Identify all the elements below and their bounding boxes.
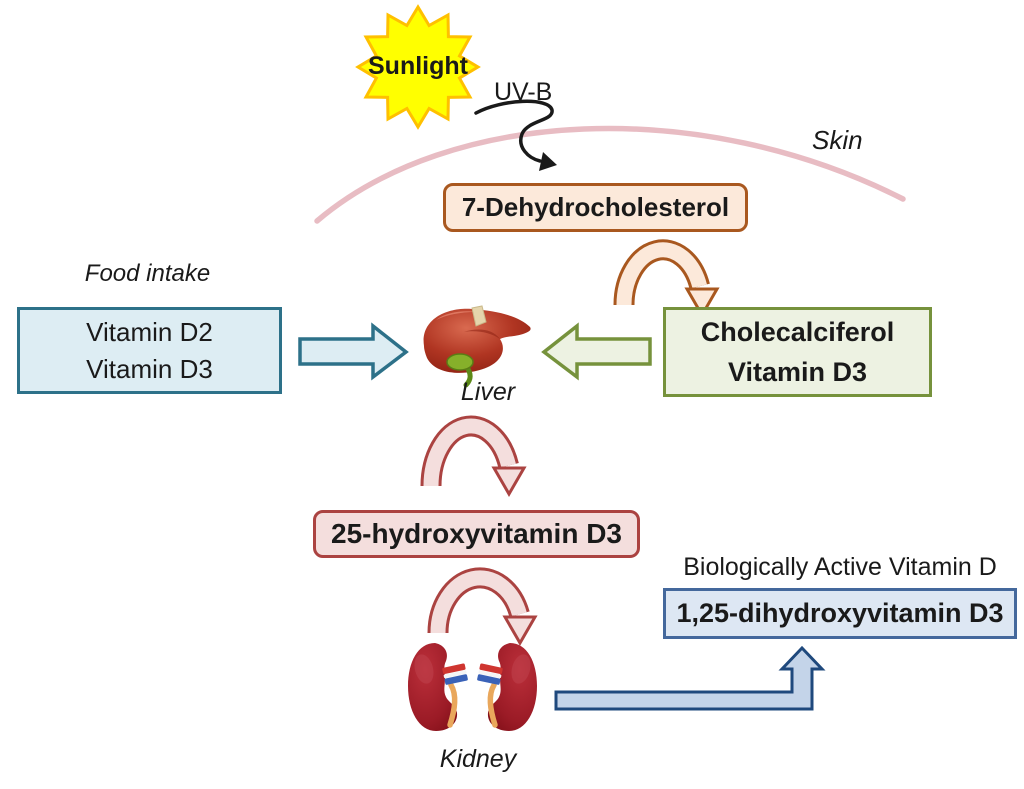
liver-ligament [471, 305, 487, 327]
arrow-25ohd-to-kidney [427, 567, 538, 647]
biologically-active-label: Biologically Active Vitamin D [683, 553, 997, 581]
liver-highlight [436, 311, 476, 320]
vitamin-d2-line: Vitamin D2 [86, 316, 213, 347]
sunlight-label: Sunlight [368, 52, 468, 80]
kidneys-icon [408, 643, 537, 731]
skin-label: Skin [812, 125, 863, 155]
kidney-left [408, 643, 468, 731]
kidney-label: Kidney [439, 745, 517, 773]
cholecalciferol-line2: Vitamin D3 [727, 357, 868, 387]
sunburst-icon [355, 4, 481, 130]
arrow-cholecalciferol-to-liver [541, 322, 652, 381]
cholecalciferol-box: Cholecalciferol Vitamin D3 [663, 307, 932, 397]
uvb-label: UV-B [494, 78, 553, 106]
kidney-right [477, 643, 537, 731]
liver-crease [464, 329, 500, 339]
food-intake-label: Food intake [84, 260, 211, 287]
food-intake-box: Vitamin D2 Vitamin D3 [17, 307, 282, 394]
dehydrocholesterol-text: 7-Dehydrocholesterol [461, 192, 730, 222]
vitamin-d3-line: Vitamin D3 [86, 353, 213, 384]
arrow-food-to-liver [298, 322, 409, 381]
gallbladder [446, 353, 474, 371]
cholecalciferol-line1: Cholecalciferol [700, 317, 895, 347]
dehydrocholesterol-box: 7-Dehydrocholesterol [443, 183, 748, 232]
kidney-body [408, 643, 458, 731]
renal-vessels [442, 663, 468, 685]
hydroxyvitamin-box: 25-hydroxyvitamin D3 [313, 510, 640, 558]
liver-icon [423, 305, 531, 388]
arrow-dhc-to-cholecalciferol [613, 239, 720, 319]
dihydroxyvitamin-text: 1,25-dihydroxyvitamin D3 [676, 598, 1004, 628]
liver-label: Liver [460, 378, 516, 406]
arrow-kidney-to-125ohd [554, 645, 826, 711]
dihydroxyvitamin-box: 1,25-dihydroxyvitamin D3 [663, 588, 1017, 639]
uvb-arrow-shaft [474, 99, 554, 163]
uvb-arrow-icon [474, 99, 557, 171]
kidney-highlight [414, 654, 434, 684]
hydroxyvitamin-text: 25-hydroxyvitamin D3 [331, 518, 622, 549]
skin-arc-icon [314, 125, 906, 224]
arrow-liver-to-25ohd [420, 415, 527, 498]
uvb-arrowhead [539, 152, 557, 171]
ureter [447, 682, 458, 728]
